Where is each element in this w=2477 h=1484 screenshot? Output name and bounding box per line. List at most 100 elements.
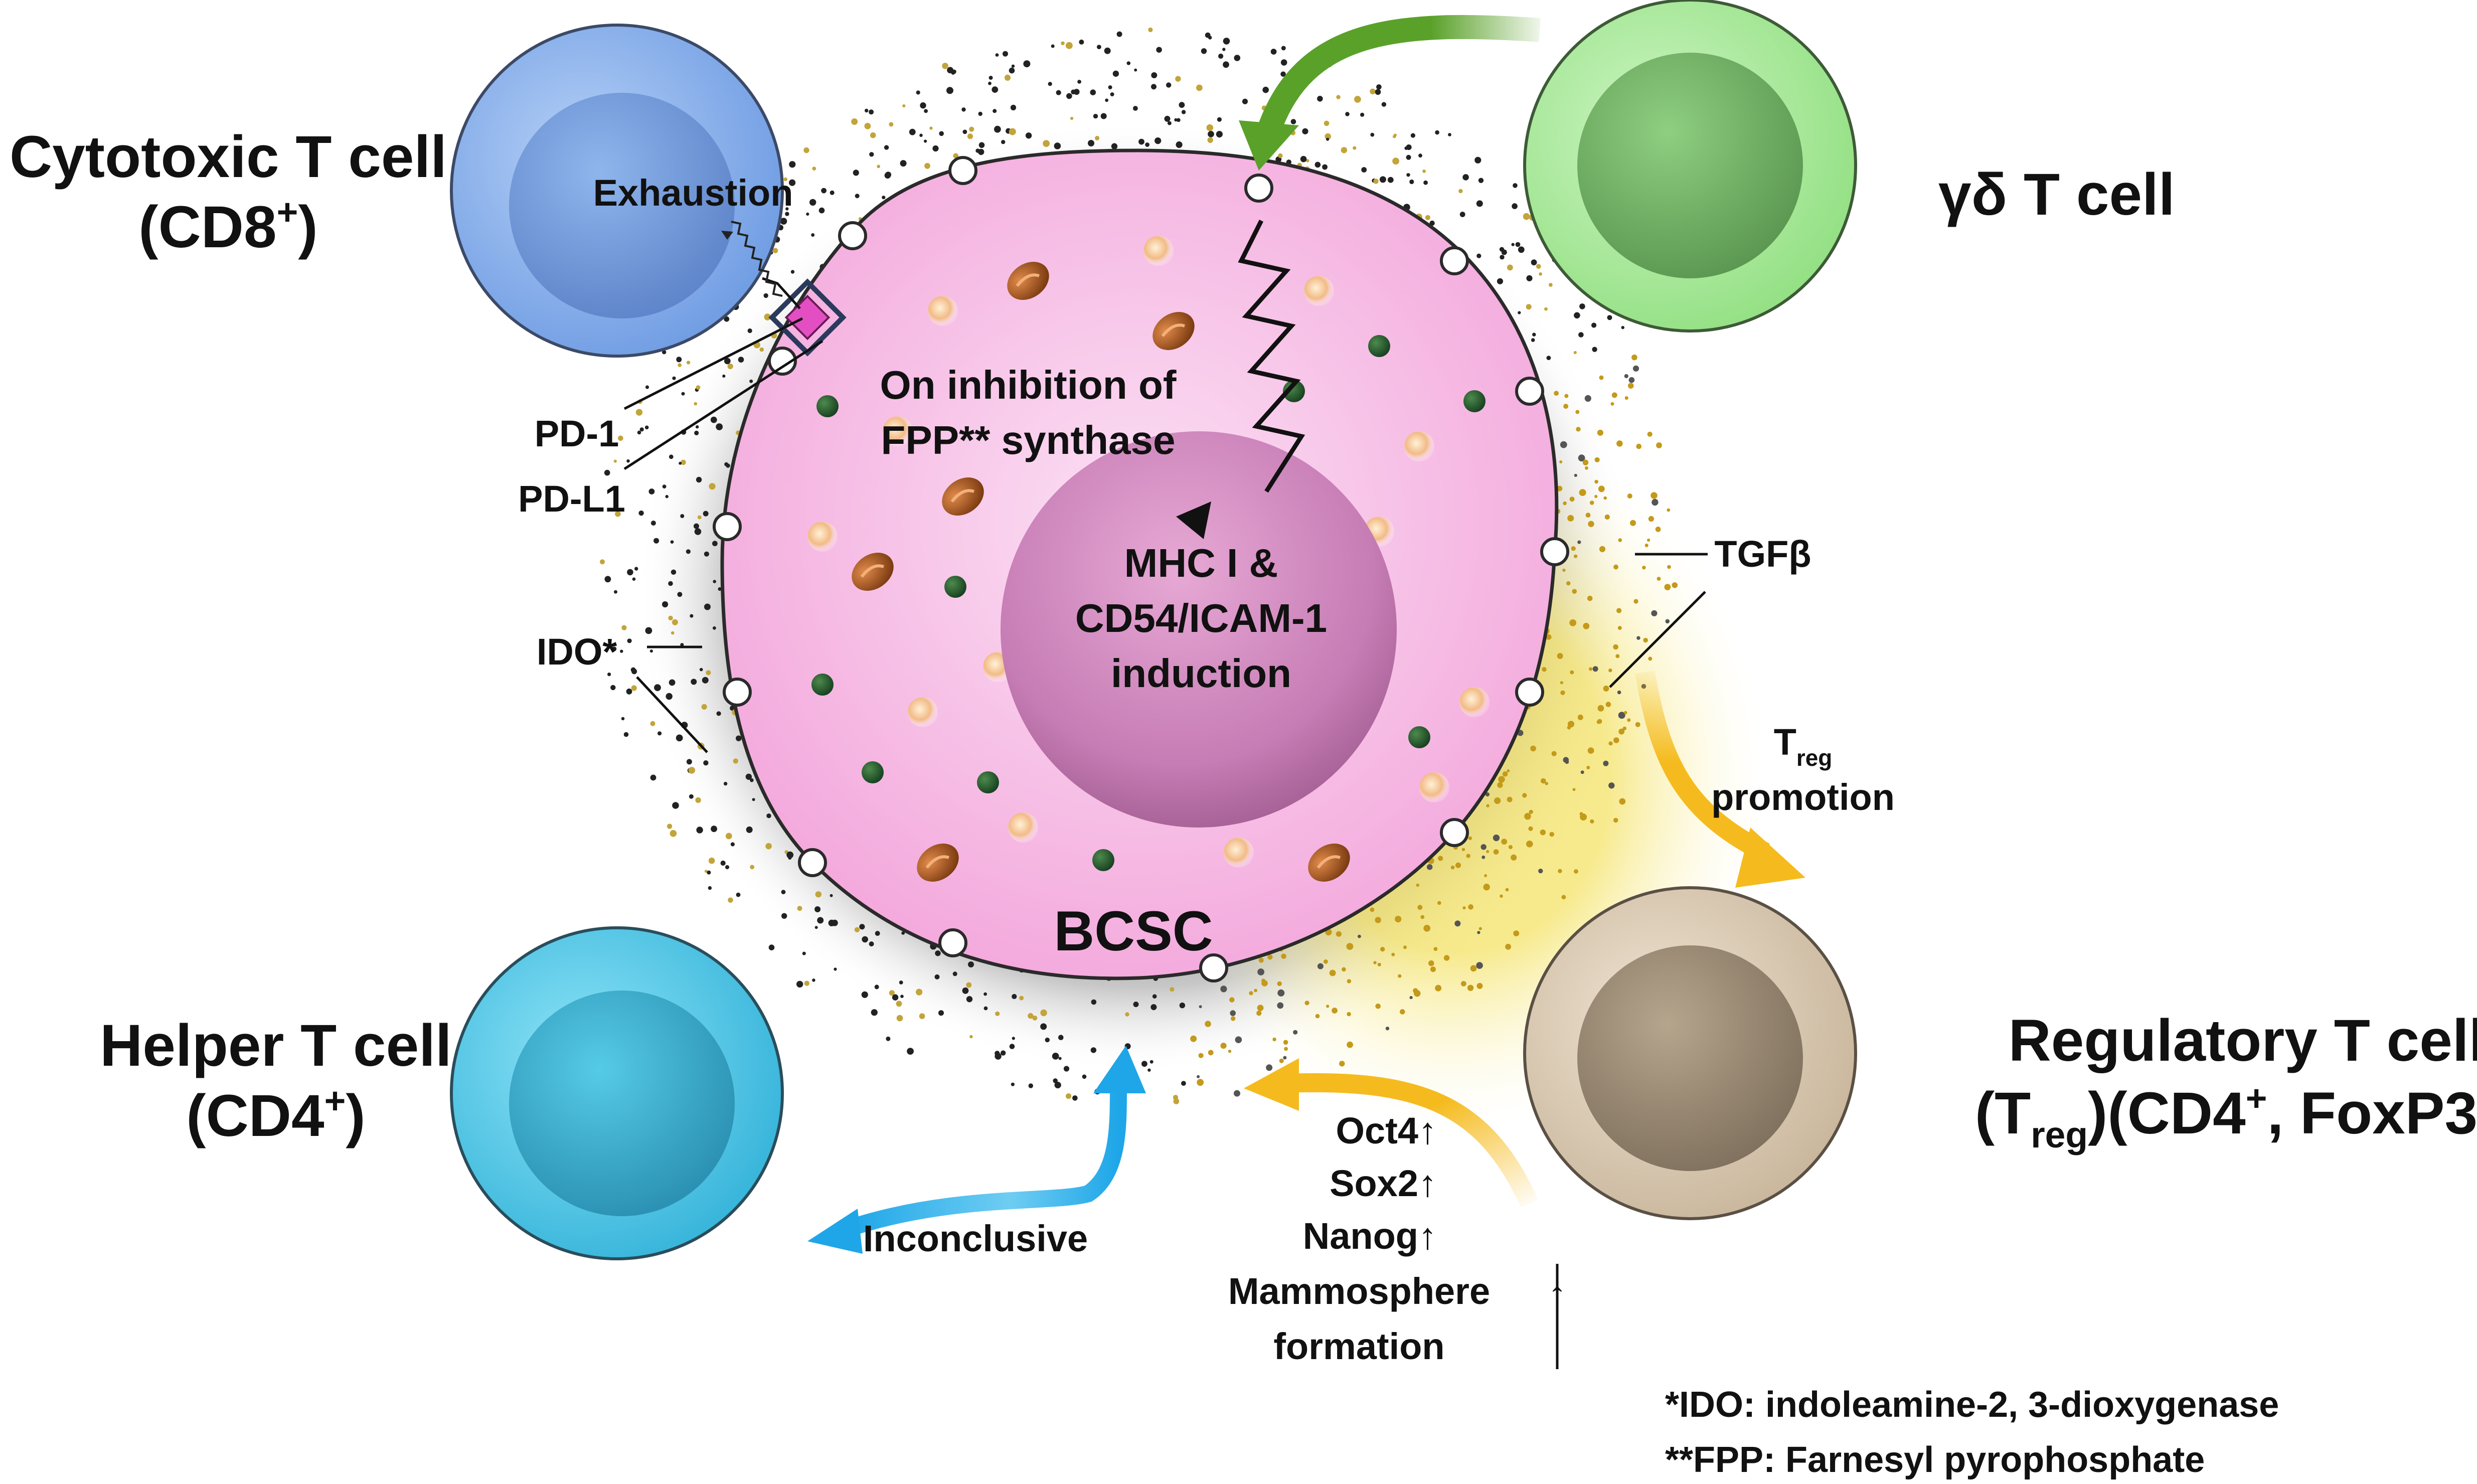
factor-dot — [952, 69, 956, 74]
membrane-notch — [948, 156, 977, 185]
factor-dot — [686, 549, 691, 554]
factor-dot — [1616, 440, 1623, 447]
factor-dot — [1428, 960, 1434, 966]
factor-dot — [962, 987, 969, 994]
factor-dot — [1650, 492, 1658, 499]
factor-dot — [1618, 728, 1625, 735]
treg-promotion-word: promotion — [1711, 776, 1895, 818]
factor-dot — [1477, 931, 1480, 934]
factor-dot — [1151, 84, 1157, 90]
factor-dot — [969, 1035, 973, 1039]
factor-dot — [1181, 110, 1186, 114]
factor-dot — [679, 461, 682, 465]
factor-dot — [1190, 1035, 1197, 1042]
factor-dot — [1498, 776, 1505, 783]
factor-dot — [809, 199, 816, 206]
factor-dot — [1485, 792, 1490, 797]
factor-dot — [1448, 133, 1451, 136]
factor-dot — [1486, 804, 1490, 807]
pd1-label: PD-1 — [535, 413, 619, 454]
factor-dot — [1631, 354, 1637, 361]
factor-dot — [1145, 142, 1150, 147]
factor-dot — [1476, 982, 1483, 989]
factor-dot — [1574, 473, 1577, 477]
factor-dot — [1564, 394, 1569, 398]
factor-dot — [727, 363, 733, 370]
factor-dot — [724, 316, 730, 322]
factor-dot — [1566, 581, 1571, 586]
factor-dot — [1104, 47, 1111, 54]
factor-dot — [1345, 112, 1350, 116]
factor-dot — [1608, 782, 1615, 789]
factor-dot — [764, 313, 771, 320]
factor-dot — [690, 614, 694, 618]
factor-dot — [1417, 905, 1423, 910]
factor-dot — [1538, 869, 1543, 874]
factor-dot — [1574, 312, 1580, 319]
factor-dot — [1205, 1021, 1211, 1027]
factor-dot — [1093, 114, 1098, 119]
factor-dot — [766, 813, 771, 818]
leader-lines — [623, 317, 1708, 1369]
factor-dot — [694, 523, 699, 529]
factor-dot — [670, 830, 677, 837]
factor-dot — [1012, 1037, 1015, 1040]
vesicle — [908, 697, 938, 727]
factor-dot — [1235, 1036, 1242, 1043]
factor-dot — [1500, 894, 1503, 898]
factor-dot — [1603, 686, 1609, 692]
factor-dot — [1277, 981, 1282, 986]
factor-dot — [713, 626, 716, 630]
factor-dot — [1507, 264, 1513, 271]
factor-dot — [1053, 1078, 1058, 1083]
factor-dot — [720, 860, 726, 866]
factor-dot — [1280, 71, 1286, 77]
inconclusive-arrow — [845, 1088, 1127, 1237]
factor-dot — [1483, 884, 1490, 891]
factor-dot — [1070, 117, 1074, 120]
factor-dot — [1012, 994, 1017, 1000]
factor-dot — [1484, 874, 1488, 877]
factor-dot — [1198, 1053, 1204, 1058]
factor-dot — [1054, 142, 1061, 149]
factor-dot — [1222, 48, 1226, 51]
factor-dot — [1201, 48, 1207, 54]
factor-dot — [1468, 836, 1472, 841]
factor-dot — [1281, 46, 1286, 51]
factor-dot — [1391, 952, 1395, 956]
factor-dot — [818, 207, 825, 214]
factor-dot — [621, 717, 625, 721]
factor-dot — [613, 459, 617, 463]
factor-dot — [648, 488, 655, 494]
factor-dot — [978, 142, 985, 148]
granule — [1408, 726, 1430, 748]
factor-dot — [1339, 1061, 1345, 1067]
factor-dot — [1358, 934, 1361, 938]
factor-dot — [600, 559, 605, 565]
ido-label: IDO* — [537, 631, 617, 673]
stemness-arrow-head — [1244, 1058, 1299, 1111]
factor-dot — [1599, 375, 1604, 380]
factor-dot — [804, 980, 810, 986]
regulatory-t-cell — [1523, 886, 1857, 1220]
factor-dot — [635, 409, 643, 416]
factor-dot — [1622, 726, 1626, 731]
factor-dot — [1249, 991, 1253, 996]
factor-dot — [851, 118, 858, 125]
factor-dot — [909, 128, 916, 135]
factor-dot — [1054, 1081, 1061, 1089]
factor-dot — [708, 857, 715, 864]
factor-dot — [632, 577, 636, 581]
factor-dot — [1468, 904, 1473, 910]
granule — [816, 395, 839, 417]
factor-dot — [1598, 485, 1605, 492]
factor-dot — [678, 363, 682, 367]
factor-dot — [814, 906, 821, 912]
factor-dot — [1325, 133, 1331, 140]
factor-dot — [1563, 501, 1567, 506]
factor-dot — [1373, 179, 1379, 184]
nucleus-line-3: induction — [1111, 651, 1291, 696]
factor-dot — [669, 454, 674, 459]
factor-dot — [884, 172, 891, 179]
